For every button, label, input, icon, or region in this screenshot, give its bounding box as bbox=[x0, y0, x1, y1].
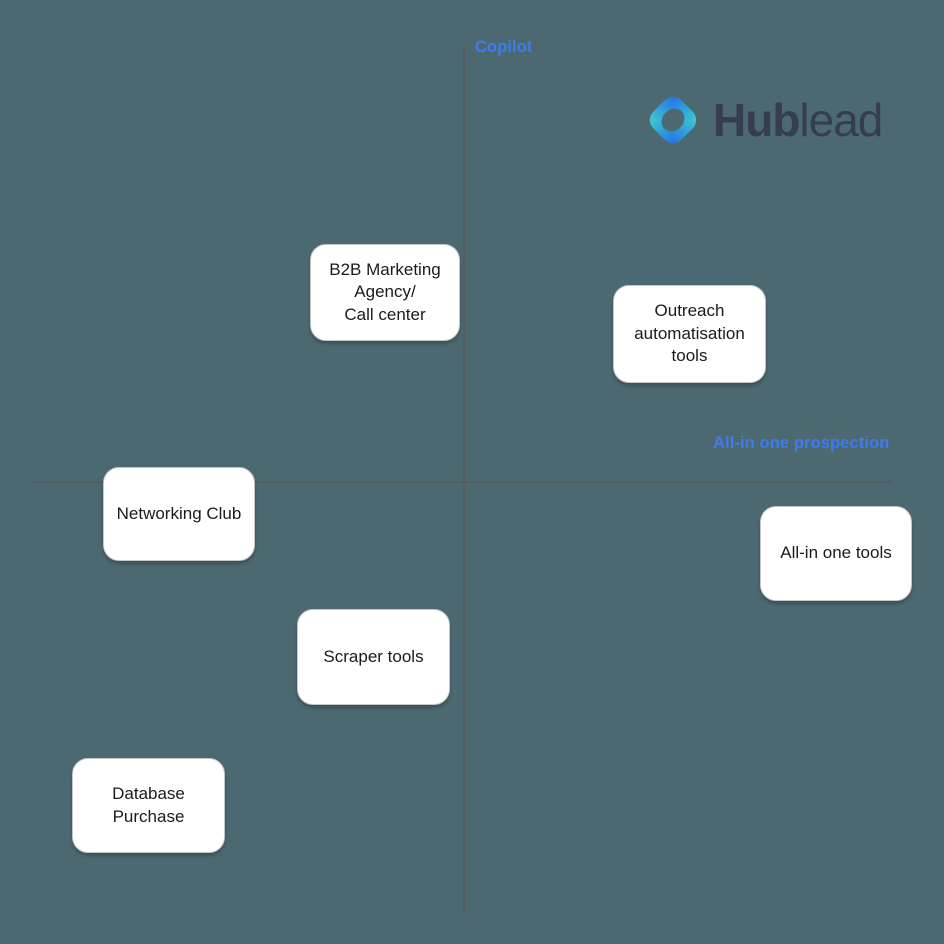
node-b2b-marketing-agency-call-center[interactable]: B2B Marketing Agency/ Call center bbox=[310, 244, 460, 341]
wordmark-hub: Hub bbox=[713, 94, 800, 146]
node-scraper-tools[interactable]: Scraper tools bbox=[297, 609, 450, 705]
vertical-axis-line bbox=[463, 44, 465, 915]
node-database-purchase[interactable]: Database Purchase bbox=[72, 758, 225, 853]
hublead-wordmark: Hublead bbox=[713, 94, 883, 146]
hublead-logo: Hublead bbox=[645, 92, 883, 148]
node-networking-club[interactable]: Networking Club bbox=[103, 467, 255, 561]
node-outreach-automatisation-tools[interactable]: Outreach automatisation tools bbox=[613, 285, 766, 383]
horizontal-axis-line bbox=[33, 481, 892, 483]
horizontal-axis-label: All-in one prospection bbox=[713, 434, 890, 452]
vertical-axis-label: Copilot bbox=[475, 38, 533, 56]
node-all-in-one-tools[interactable]: All-in one tools bbox=[760, 506, 912, 601]
wordmark-lead: lead bbox=[799, 94, 883, 146]
hublead-ring-icon bbox=[645, 92, 701, 148]
